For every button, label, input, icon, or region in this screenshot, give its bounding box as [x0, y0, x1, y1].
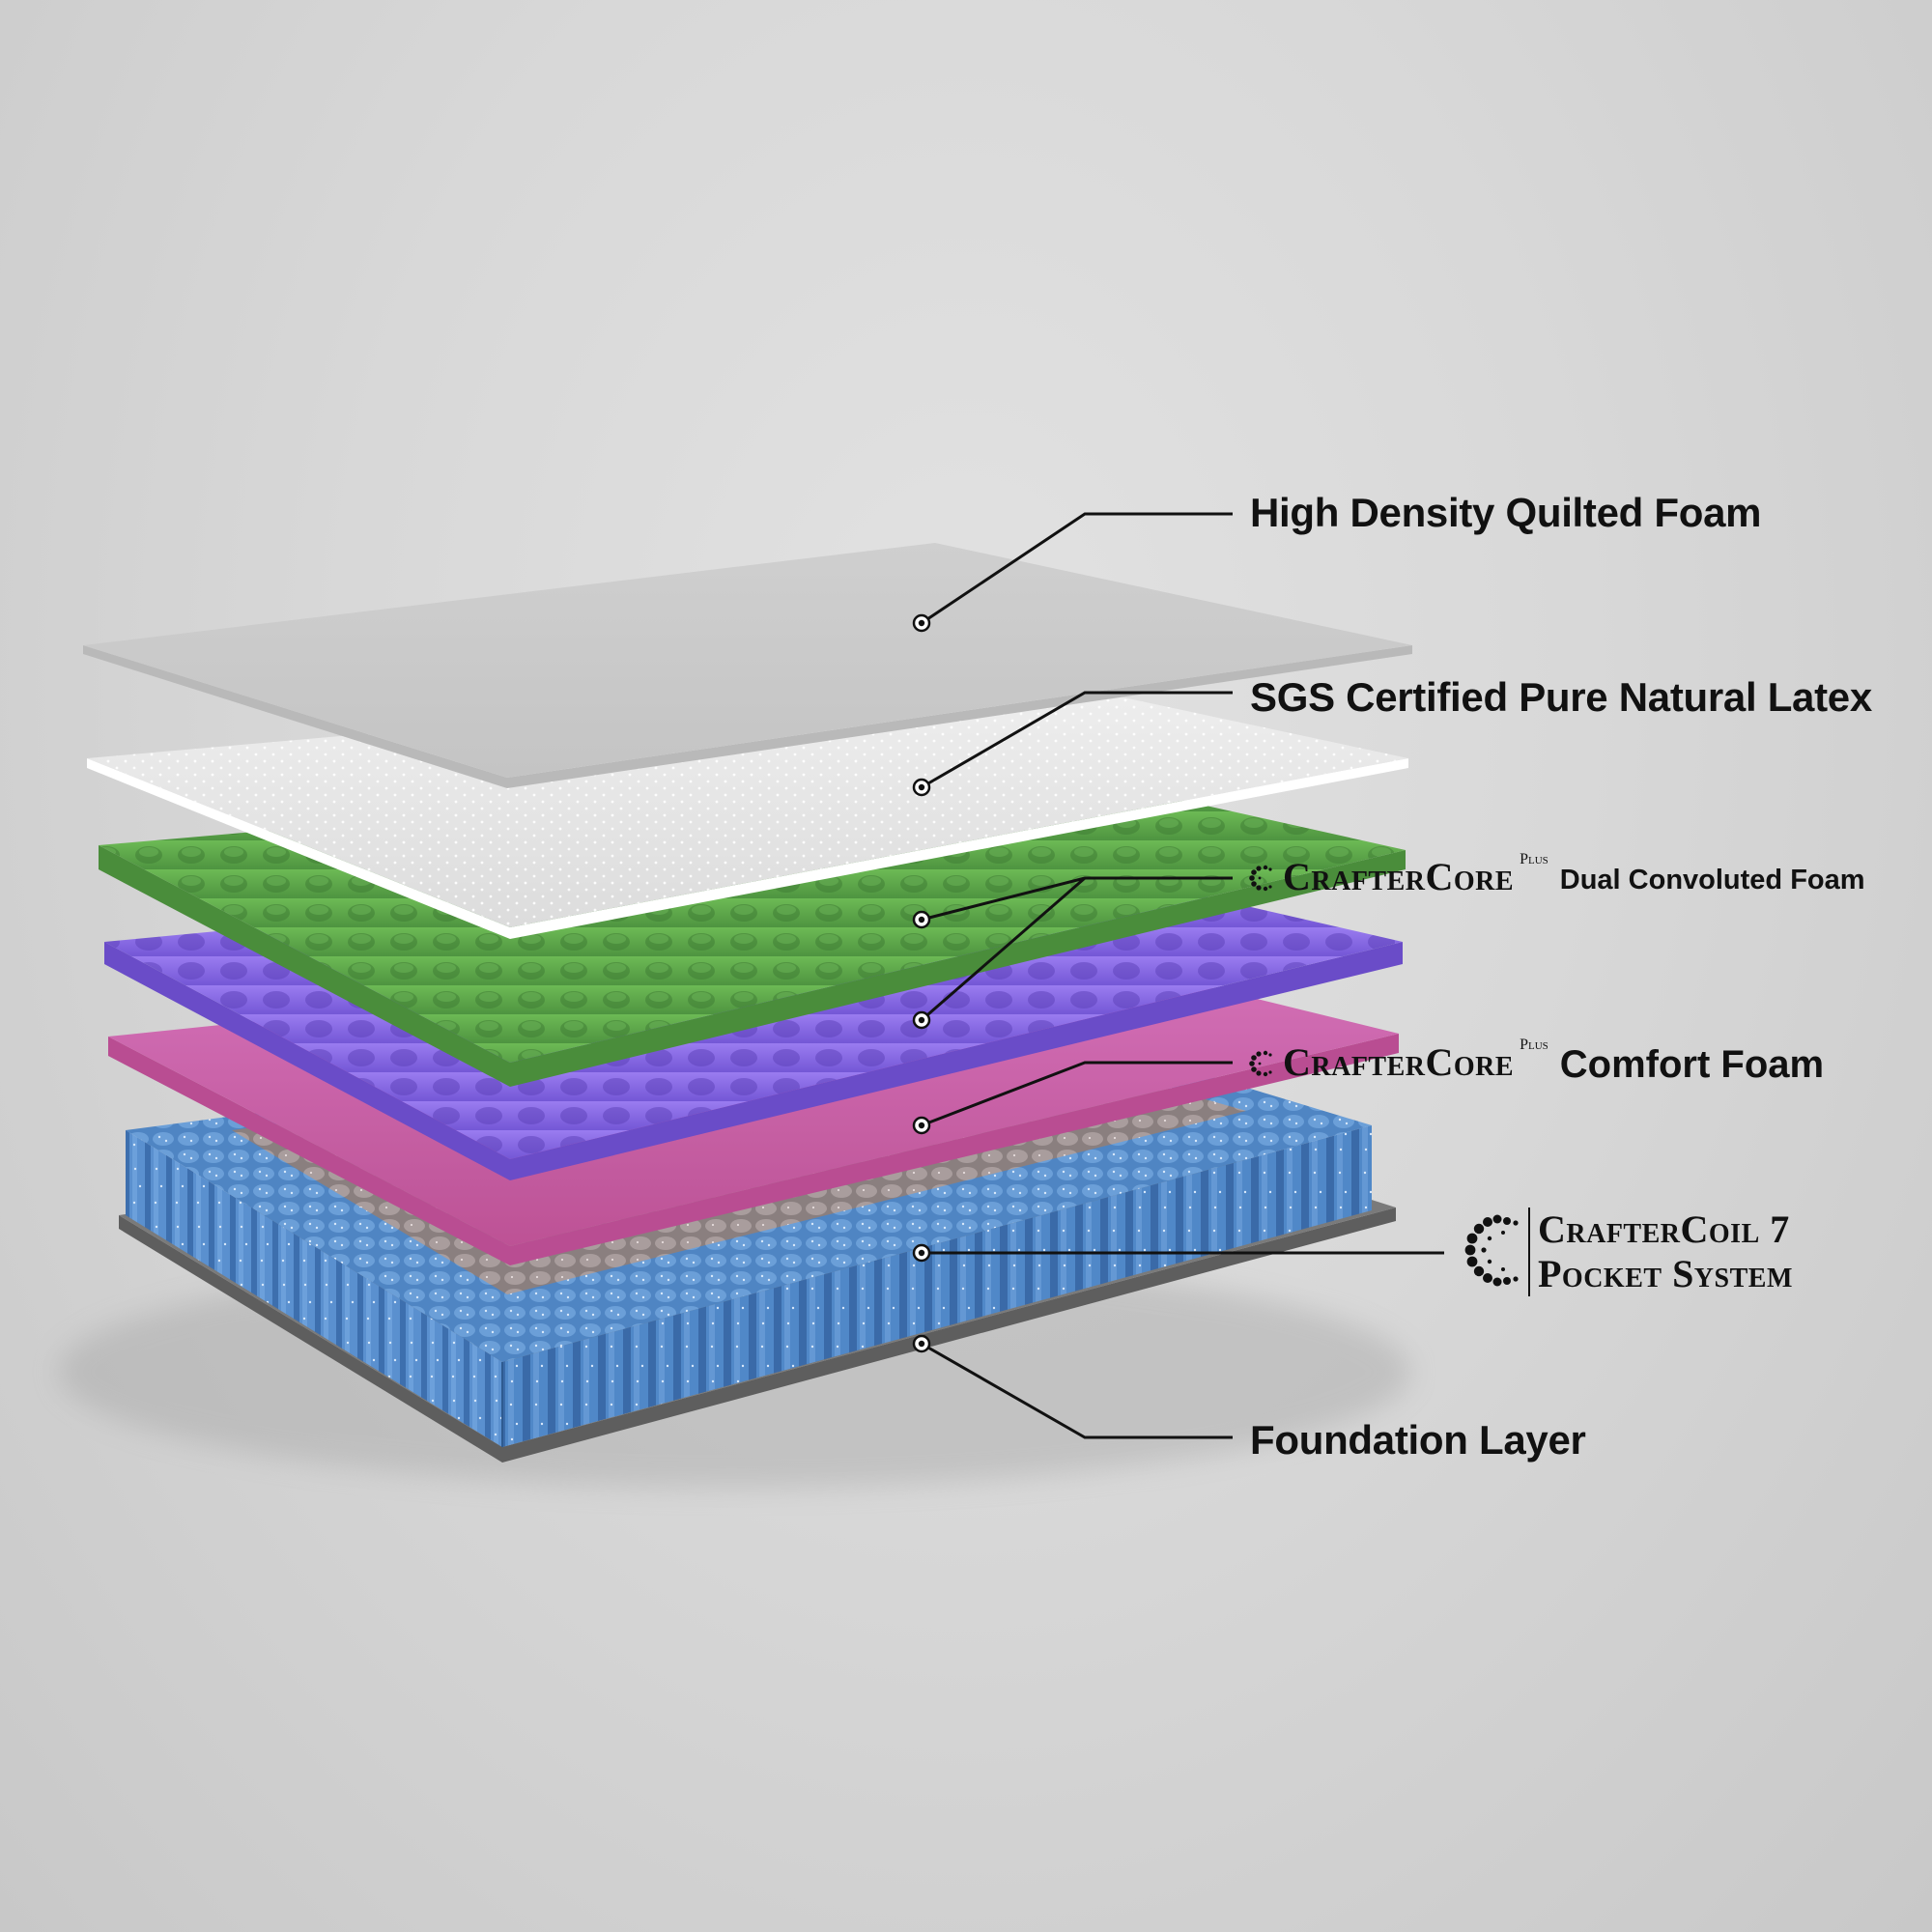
- quilted-foam-shape: [83, 543, 1412, 788]
- target-dot-icon: [912, 910, 931, 929]
- target-dot-icon: [912, 1010, 931, 1030]
- coil-brand-line-1: CrafterCoil 7: [1538, 1208, 1790, 1251]
- label-pocket-coils: CrafterCoil 7 Pocket System: [1461, 1208, 1793, 1296]
- target-dot-icon: [912, 1334, 931, 1353]
- target-dot-icon: [912, 613, 931, 633]
- label-convoluted-foam: CrafterCore Plus Dual Convoluted Foam: [1248, 852, 1865, 898]
- label-quilted-foam: High Density Quilted Foam: [1250, 490, 1762, 535]
- label-comfort-foam: CrafterCore Plus Comfort Foam: [1248, 1037, 1825, 1086]
- dotted-c-logo-icon: [1249, 1050, 1272, 1077]
- brand-name: CrafterCore: [1283, 1040, 1515, 1084]
- brand-tail-label: Dual Convoluted Foam: [1559, 865, 1865, 895]
- target-dot-icon: [912, 778, 931, 797]
- dotted-c-logo-icon: [1249, 865, 1272, 892]
- label-foundation: Foundation Layer: [1250, 1417, 1586, 1463]
- coil-brand-line-2: Pocket System: [1538, 1252, 1793, 1295]
- label-latex: SGS Certified Pure Natural Latex: [1250, 674, 1872, 720]
- brand-tail-label: Comfort Foam: [1559, 1043, 1825, 1086]
- target-dot-icon: [912, 1116, 931, 1135]
- brand-name: CrafterCore: [1283, 855, 1515, 898]
- brand-superscript: Plus: [1520, 1037, 1548, 1053]
- dotted-c-logo-icon: [1464, 1214, 1519, 1287]
- callout-lines: [921, 512, 1444, 1439]
- brand-superscript: Plus: [1520, 851, 1548, 867]
- target-dot-icon: [912, 1243, 931, 1263]
